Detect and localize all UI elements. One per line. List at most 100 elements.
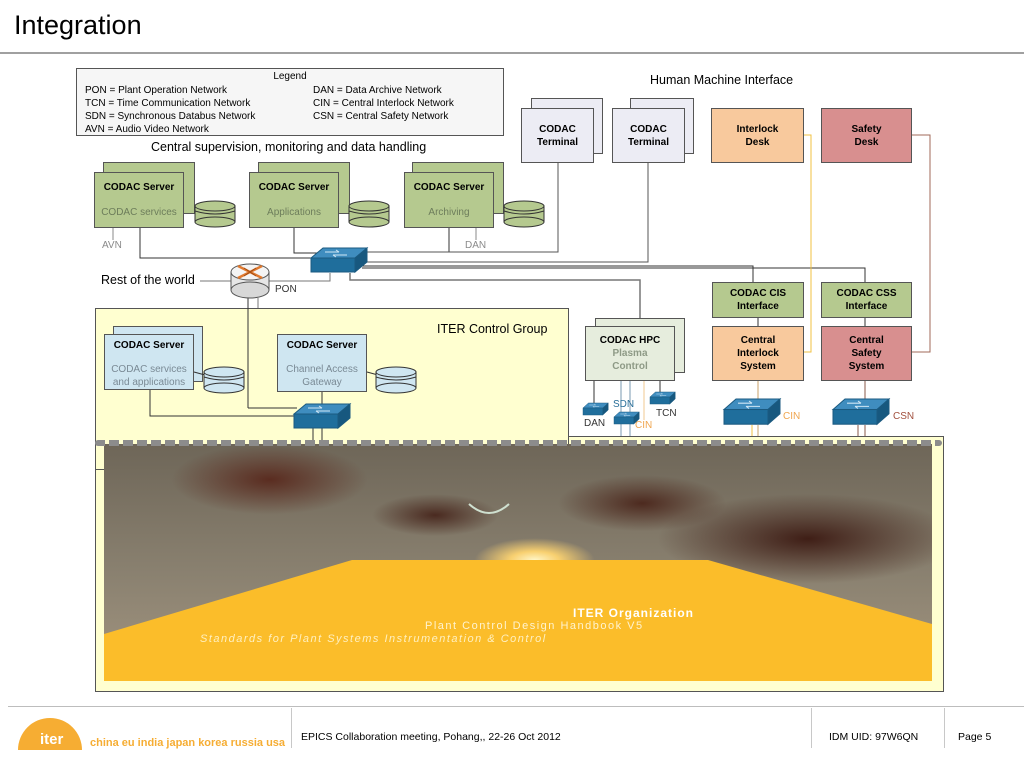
legend-left-column: PON = Plant Operation Network TCN = Time…: [85, 84, 255, 136]
node-label: Central: [849, 335, 884, 346]
iter-logo-text: iter: [40, 731, 64, 748]
cin-switch-icon: [723, 398, 781, 425]
hmi-codac-terminal-1: CODAC Terminal: [521, 108, 594, 163]
server-title: CODAC Server: [286, 340, 358, 351]
line-bus-css: [362, 267, 866, 282]
hpc-subtitle: Plasma: [612, 348, 648, 359]
router-icon: [230, 263, 270, 299]
csn-switch-icon: [832, 398, 890, 425]
central-section-label: Central supervision, monitoring and data…: [151, 140, 427, 154]
hmi-codac-terminal-2: CODAC Terminal: [612, 108, 685, 163]
cover-graphic: [104, 503, 932, 681]
server-subtitle: Archiving: [428, 207, 470, 218]
server-title: CODAC Server: [258, 182, 330, 193]
server-title: CODAC Server: [103, 182, 175, 193]
node-label: CODAC: [630, 123, 667, 135]
server-subtitle: Gateway: [302, 377, 342, 388]
line-terminal1: [366, 158, 559, 253]
database-disk-icon: [203, 366, 245, 394]
legend-right-column: DAN = Data Archive Network CIN = Central…: [313, 84, 454, 123]
moon-icon: [468, 503, 510, 514]
node-label: Interface: [737, 301, 779, 312]
node-label: Safety: [851, 348, 882, 359]
node-label: Terminal: [628, 136, 669, 148]
legend-header: Legend: [273, 71, 307, 82]
iter-logo-icon: [18, 718, 82, 750]
node-label: Interface: [845, 301, 888, 312]
central-server-services: CODAC Server CODAC services: [94, 172, 184, 228]
line-services-switch: [139, 228, 312, 259]
hpc-dan-label: DAN: [584, 418, 606, 429]
legend-entry: CSN = Central Safety Network: [313, 111, 449, 122]
database-disk-icon: [194, 200, 236, 228]
legend-entry: DAN = Data Archive Network: [313, 85, 442, 96]
footer-separator: [944, 708, 945, 748]
avn-label: AVN: [102, 240, 122, 251]
hpc-tcn-switch-icon: [649, 391, 676, 405]
database-disk-icon: [348, 200, 390, 228]
line-apps-switch: [293, 228, 318, 254]
csn-label: CSN: [893, 411, 915, 422]
handbook-cover-image: [104, 444, 932, 681]
cover-org: ITER Organization: [573, 606, 695, 620]
pon-label: PON: [275, 284, 297, 295]
node-label: Desk: [745, 136, 770, 148]
central-server-applications: CODAC Server Applications: [249, 172, 339, 228]
line-bus-cis: [362, 265, 754, 282]
legend-box: Legend PON = Plant Operation Network TCN…: [76, 68, 504, 136]
server-subtitle: CODAC services: [111, 364, 187, 375]
codac-css-interface: CODAC CSS Interface: [821, 282, 912, 318]
node-label: Interlock: [736, 123, 779, 135]
node-label: Interlock: [737, 348, 779, 359]
server-subtitle: and applications: [112, 377, 186, 388]
footer-event: EPICS Collaboration meeting, Pohang,, 22…: [301, 731, 561, 743]
footer-idm-uid: IDM UID: 97W6QN: [829, 731, 919, 743]
line-router-switch: [267, 273, 331, 282]
central-server-archiving: CODAC Server Archiving: [404, 172, 494, 228]
server-subtitle: Applications: [267, 207, 321, 218]
hpc-subtitle: Control: [612, 361, 648, 372]
member-countries: china eu india japan korea russia usa: [90, 737, 286, 749]
server-subtitle: CODAC services: [101, 207, 177, 218]
node-label: Safety: [851, 123, 882, 135]
rest-of-world-label: Rest of the world: [101, 273, 195, 287]
title-divider: [0, 52, 1024, 54]
database-disk-icon: [375, 366, 417, 394]
legend-entry: TCN = Time Communication Network: [85, 98, 251, 109]
node-label: System: [848, 361, 885, 372]
server-subtitle: Channel Access: [286, 364, 358, 375]
node-label: Central: [740, 335, 776, 346]
group-server-services: CODAC Server CODAC services and applicat…: [104, 334, 194, 390]
iter-control-group-label: ITER Control Group: [437, 322, 548, 336]
server-title: CODAC Server: [113, 340, 185, 351]
hpc-cin-label: CIN: [635, 420, 653, 431]
node-label: CODAC CSS: [836, 288, 897, 299]
footer-divider: [8, 706, 1024, 707]
node-label: CODAC: [539, 123, 576, 135]
hmi-interlock-desk: Interlock Desk: [711, 108, 804, 163]
central-interlock-system: Central Interlock System: [712, 326, 804, 381]
hpc-sdn-label: SDN: [613, 399, 635, 410]
dashed-divider: [95, 440, 942, 446]
central-switch-icon: [310, 247, 368, 273]
line-safety-loop: [912, 134, 931, 353]
dan-label: DAN: [465, 240, 487, 251]
hpc-tcn-label: TCN: [656, 408, 677, 419]
cover-title: Plant Control Design Handbook V5: [425, 620, 644, 632]
legend-entry: AVN = Audio Video Network: [85, 124, 209, 135]
central-safety-system: Central Safety System: [821, 326, 912, 381]
footer-separator: [291, 708, 292, 748]
line-terminal2: [366, 158, 649, 263]
hmi-safety-desk: Safety Desk: [821, 108, 912, 163]
node-label: Desk: [854, 136, 879, 148]
group-switch-icon: [293, 403, 351, 429]
page-title: Integration: [14, 10, 142, 40]
legend-entry: PON = Plant Operation Network: [85, 85, 228, 96]
line-bus-hpc: [349, 273, 641, 320]
hmi-section-label: Human Machine Interface: [650, 73, 794, 87]
database-disk-icon: [503, 200, 545, 228]
